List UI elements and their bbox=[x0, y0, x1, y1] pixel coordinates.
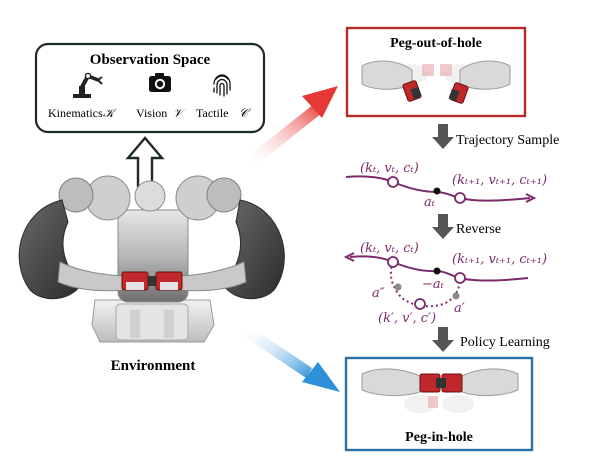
mid-state-node bbox=[414, 298, 426, 310]
peg-in-hole-box: Peg-in-hole bbox=[344, 356, 534, 452]
a-prime-label: a′ bbox=[454, 301, 465, 316]
gripper-together-illustration bbox=[361, 368, 519, 413]
peg-in-hole-title: Peg-in-hole bbox=[405, 430, 473, 445]
down-arrow-trajectory-sample bbox=[432, 124, 454, 149]
state-node-t bbox=[387, 176, 399, 188]
fingerprint-icon bbox=[213, 74, 231, 97]
gripper-apart-illustration bbox=[361, 60, 511, 104]
action-node bbox=[433, 187, 441, 195]
top-action-label: aₜ bbox=[424, 195, 436, 210]
bottom-action-label: −aₜ bbox=[422, 277, 445, 292]
kinematics-label: Kinematics bbox=[48, 106, 103, 120]
down-arrow-policy-learning bbox=[432, 327, 454, 352]
robot-illustration bbox=[18, 175, 285, 343]
red-gradient-arrow bbox=[246, 86, 338, 167]
a-prime-node bbox=[452, 292, 460, 300]
rev-action-node bbox=[433, 267, 441, 275]
bottom-right-state-label: (kₜ₊₁, vₜ₊₁, cₜ₊₁) bbox=[452, 252, 547, 267]
camera-icon bbox=[149, 73, 171, 92]
top-right-state-label: (kₜ₊₁, vₜ₊₁, cₜ₊₁) bbox=[452, 173, 547, 188]
environment-label: Environment bbox=[111, 358, 196, 374]
hollow-up-arrow bbox=[125, 136, 165, 188]
peg-out-of-hole-box: Peg-out-of-hole bbox=[345, 26, 527, 118]
tactile-label: Tactile bbox=[196, 106, 228, 120]
top-left-state-label: (kₜ, vₜ, cₜ) bbox=[360, 161, 419, 176]
state-node-t1 bbox=[454, 192, 466, 204]
step-trajectory-sample: Trajectory Sample bbox=[456, 133, 559, 148]
bottom-left-state-label: (kₜ, vₜ, cₜ) bbox=[360, 241, 419, 256]
peg-out-of-hole-title: Peg-out-of-hole bbox=[390, 36, 482, 51]
vision-label: Vision bbox=[136, 106, 167, 120]
step-policy-learning: Policy Learning bbox=[460, 335, 550, 350]
observation-space-box: Observation Space Kinematics bbox=[34, 42, 266, 134]
observation-space-title: Observation Space bbox=[90, 52, 211, 68]
a-double-prime-label: a″ bbox=[372, 286, 385, 301]
a-double-prime-node bbox=[394, 283, 402, 291]
step-reverse: Reverse bbox=[456, 222, 501, 237]
robot-arm-icon bbox=[73, 72, 103, 98]
rev-state-node-t1 bbox=[454, 272, 466, 284]
rev-state-node-t bbox=[387, 256, 399, 268]
blue-gradient-arrow bbox=[242, 325, 340, 392]
down-arrow-reverse bbox=[432, 214, 454, 239]
mid-state-label: (k′, v′, c′) bbox=[378, 311, 436, 326]
